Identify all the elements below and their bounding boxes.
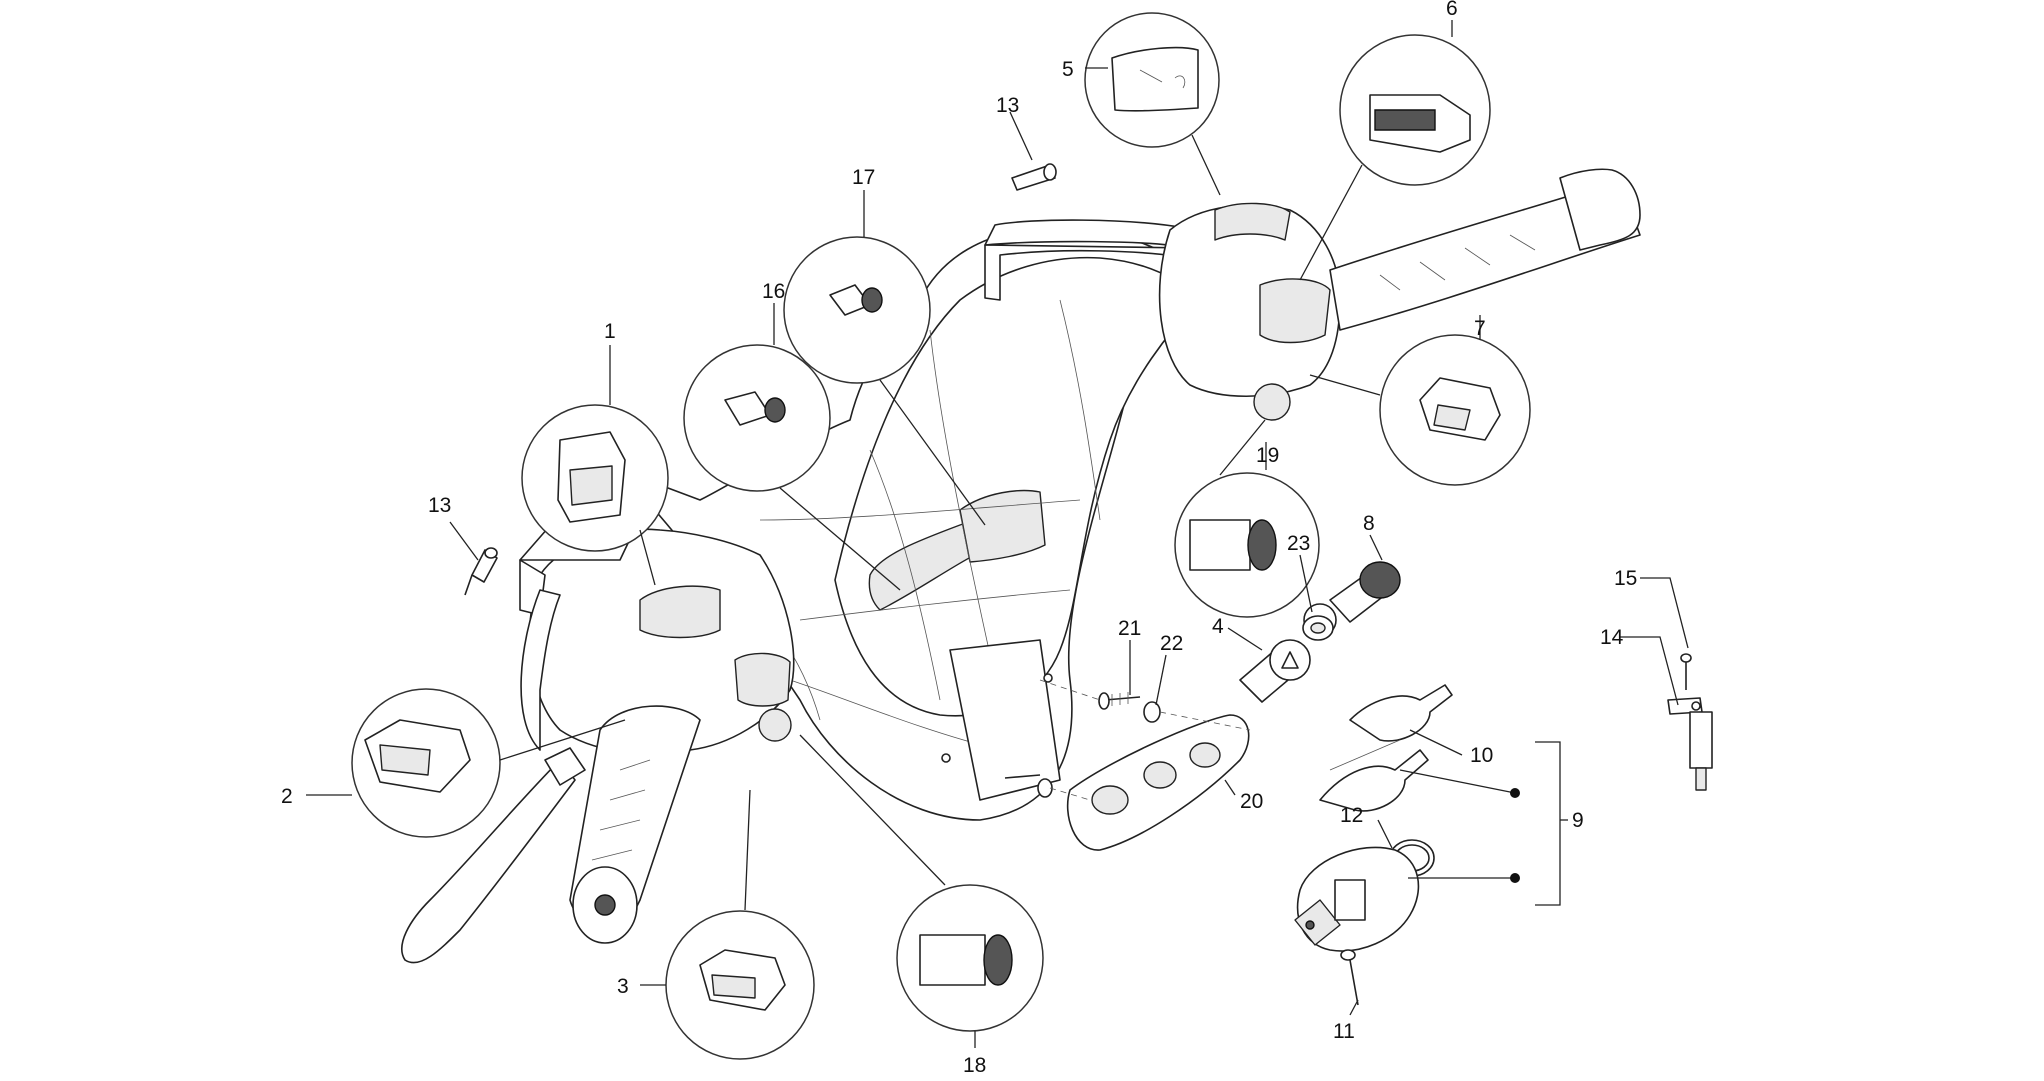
detail-bubble-18 [799,734,1044,1032]
callout-13-top: 13 [996,94,1019,117]
right-grip [1329,168,1641,331]
bulb-13-left [464,547,498,596]
keys-10 [1319,684,1453,812]
leader-lines [306,20,1689,1048]
callout-22: 22 [1160,632,1183,655]
switch-panel-20 [1066,714,1250,851]
callout-1: 1 [604,320,616,343]
callout-16: 16 [762,280,785,303]
bulb-13-top [1011,163,1057,191]
callout-3: 3 [617,975,629,998]
callout-19: 19 [1256,444,1279,467]
ring-23 [1302,615,1334,641]
callout-11: 11 [1333,1020,1355,1043]
detail-bubble-16 [683,344,901,591]
callout-5: 5 [1062,58,1074,81]
left-grip [569,705,701,944]
detail-bubble-6 [1299,34,1491,281]
brake-lever [401,747,586,964]
washer-22 [1143,701,1161,723]
callout-labels: 1 2 3 4 5 6 7 8 9 10 11 12 13 13 14 15 1… [281,0,1637,1077]
detail-bubble-3 [665,789,815,1060]
callout-2: 2 [281,785,293,808]
callout-15: 15 [1614,567,1637,590]
detail-bubble-5 [1084,12,1221,196]
callout-9: 9 [1572,809,1584,832]
callout-4: 4 [1212,615,1224,638]
lock-assembly [1294,846,1420,952]
detail-bubble-19 [1174,419,1320,618]
left-fairing-box [520,589,561,751]
callout-17: 17 [852,166,875,189]
callout-7: 7 [1474,317,1486,340]
screw-21 [1098,692,1141,710]
screw-11 [1340,949,1359,1006]
callout-23: 23 [1287,532,1310,555]
handlebar-assembly [619,219,1231,821]
detail-bubble-17 [783,236,986,526]
detail-bubble-2 [351,688,626,838]
callout-6: 6 [1446,0,1458,20]
callout-21: 21 [1118,617,1141,640]
bracket-14 [1667,697,1713,791]
hazard-switch-4 [1239,639,1311,703]
callout-8: 8 [1363,512,1375,535]
detail-bubble-7 [1309,334,1531,486]
panel-screw-lower [1004,774,1053,798]
callout-10: 10 [1470,744,1493,767]
detail-bubble-1 [521,404,669,586]
right-switch-housing [1158,202,1341,421]
callout-13-left: 13 [428,494,451,517]
callout-20: 20 [1240,790,1263,813]
screw-15 [1680,653,1692,690]
callout-12: 12 [1340,804,1363,827]
callout-18: 18 [963,1054,986,1077]
callout-14: 14 [1600,626,1624,649]
